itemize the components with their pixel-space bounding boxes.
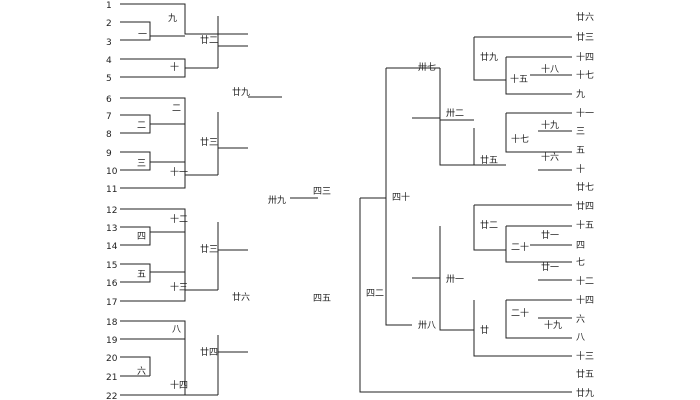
left-r1-label: 二 bbox=[137, 121, 146, 131]
right-r1-label: 二十 bbox=[511, 307, 529, 319]
left-entry-7: 7 bbox=[106, 112, 112, 122]
left-r2-label: 廿二 bbox=[200, 34, 218, 46]
right-entry: 七 bbox=[576, 257, 585, 268]
left-entry-8: 8 bbox=[106, 130, 112, 140]
right-bracket-lines bbox=[359, 36, 572, 393]
left-entry-4: 4 bbox=[106, 56, 112, 66]
right-r2-label: 廿二 bbox=[480, 219, 498, 231]
left-entry-18: 18 bbox=[106, 318, 118, 328]
right-entry: 十一 bbox=[576, 107, 594, 119]
right-entry: 廿六 bbox=[576, 11, 594, 23]
right-r1-label: 廿一 bbox=[541, 229, 559, 241]
left-r2-label: 廿三 bbox=[200, 243, 218, 255]
right-entry: 八 bbox=[576, 333, 585, 343]
left-round-labels: 九 一 十 廿二 二 二 三 十一 廿三 廿九 十二 四 五 十三 廿三 廿六 … bbox=[137, 13, 286, 391]
left-r1-label: 十三 bbox=[170, 281, 188, 293]
right-entry: 廿九 bbox=[576, 387, 594, 399]
left-entry-6: 6 bbox=[106, 95, 112, 105]
left-entry-2: 2 bbox=[106, 19, 112, 29]
center-label-bottom: 四五 bbox=[313, 294, 331, 304]
right-entry: 廿三 bbox=[576, 31, 594, 43]
right-r1-label: 十八 bbox=[541, 63, 559, 75]
left-entry-5: 5 bbox=[106, 74, 112, 84]
right-entry: 五 bbox=[576, 146, 585, 156]
left-r2-label: 廿三 bbox=[200, 136, 218, 148]
left-r1-label: 二 bbox=[172, 104, 181, 114]
right-r2-label: 廿九 bbox=[480, 51, 498, 63]
left-bracket-lines bbox=[120, 3, 318, 396]
right-entry: 廿四 bbox=[576, 200, 594, 212]
right-entry: 四 bbox=[576, 241, 585, 251]
left-entry-3: 3 bbox=[106, 38, 112, 48]
left-entry-15: 15 bbox=[106, 261, 117, 271]
right-r2-label: 廿五 bbox=[480, 154, 498, 166]
left-r1-label: 三 bbox=[137, 159, 146, 169]
right-r5-label: 四十 bbox=[392, 191, 410, 203]
left-r2-label: 廿四 bbox=[200, 346, 218, 358]
left-r1-label: 十四 bbox=[170, 379, 188, 391]
left-r1-label: 四 bbox=[137, 232, 146, 242]
left-r3-label: 廿六 bbox=[232, 291, 250, 303]
left-entry-1: 1 bbox=[106, 1, 112, 11]
right-final-label: 四二 bbox=[366, 289, 384, 299]
right-entry: 三 bbox=[576, 127, 585, 137]
right-round-labels: 十八 十五 廿九 十九 十七 十六 廿五 卅二 卅七 廿一 二十 廿一 廿二 二… bbox=[366, 51, 562, 336]
left-r1-label: 一 bbox=[138, 30, 147, 40]
right-entry: 十七 bbox=[576, 69, 594, 81]
left-r1-label: 十 bbox=[170, 61, 179, 73]
right-r1-label: 十七 bbox=[511, 133, 529, 145]
left-r1-label: 八 bbox=[172, 325, 181, 335]
right-entry: 十三 bbox=[576, 350, 594, 362]
right-r4-label: 卅七 bbox=[418, 62, 436, 73]
left-entry-19: 19 bbox=[106, 336, 118, 346]
center-label-top: 四三 bbox=[313, 187, 331, 197]
right-r1-label: 二十 bbox=[511, 241, 529, 253]
left-r3-label: 廿九 bbox=[232, 86, 250, 98]
right-entry: 十四 bbox=[576, 51, 594, 63]
left-entry-10: 10 bbox=[106, 167, 118, 177]
right-entry: 十二 bbox=[576, 275, 594, 287]
left-entry-numbers: 1 2 3 4 5 6 7 8 9 10 11 12 13 14 15 16 1… bbox=[106, 1, 118, 400]
right-entry: 六 bbox=[576, 313, 585, 325]
left-entry-20: 20 bbox=[106, 354, 118, 364]
left-r1-label: 十二 bbox=[170, 213, 188, 225]
left-entry-12: 12 bbox=[106, 206, 117, 216]
right-r3-label: 卅二 bbox=[446, 108, 464, 119]
right-entry: 廿七 bbox=[576, 181, 594, 193]
left-entry-11: 11 bbox=[106, 185, 117, 195]
right-entry: 廿五 bbox=[576, 368, 594, 380]
right-r1-label: 十五 bbox=[510, 73, 528, 85]
right-r1-label: 十九 bbox=[544, 319, 562, 331]
right-entry: 九 bbox=[576, 89, 585, 100]
right-entry: 十四 bbox=[576, 294, 594, 306]
left-r1-label: 十一 bbox=[170, 166, 188, 178]
right-entry-labels: 廿六 廿三 十四 十七 九 十一 三 五 十 廿七 廿四 十五 四 七 十二 十… bbox=[576, 11, 594, 399]
left-entry-9: 9 bbox=[106, 149, 112, 159]
right-entry: 十 bbox=[576, 163, 585, 175]
right-r1-label: 廿一 bbox=[541, 261, 559, 273]
left-entry-14: 14 bbox=[106, 242, 118, 252]
left-r1-label: 六 bbox=[137, 365, 146, 377]
left-entry-22: 22 bbox=[106, 392, 117, 400]
right-entry: 十五 bbox=[576, 219, 594, 231]
left-r1-label: 九 bbox=[168, 13, 177, 24]
right-r2-label: 廿 bbox=[480, 324, 489, 336]
right-r1-label: 十九 bbox=[541, 119, 559, 131]
left-r1-label: 五 bbox=[137, 270, 146, 280]
left-entry-21: 21 bbox=[106, 373, 117, 383]
right-r4-label: 卅八 bbox=[418, 320, 436, 331]
left-entry-16: 16 bbox=[106, 279, 118, 289]
left-entry-13: 13 bbox=[106, 224, 117, 234]
left-entry-17: 17 bbox=[106, 298, 117, 308]
right-r1-label: 十六 bbox=[541, 151, 559, 163]
right-r3-label: 卅一 bbox=[446, 274, 464, 285]
left-final-label: 卅九 bbox=[268, 195, 286, 206]
